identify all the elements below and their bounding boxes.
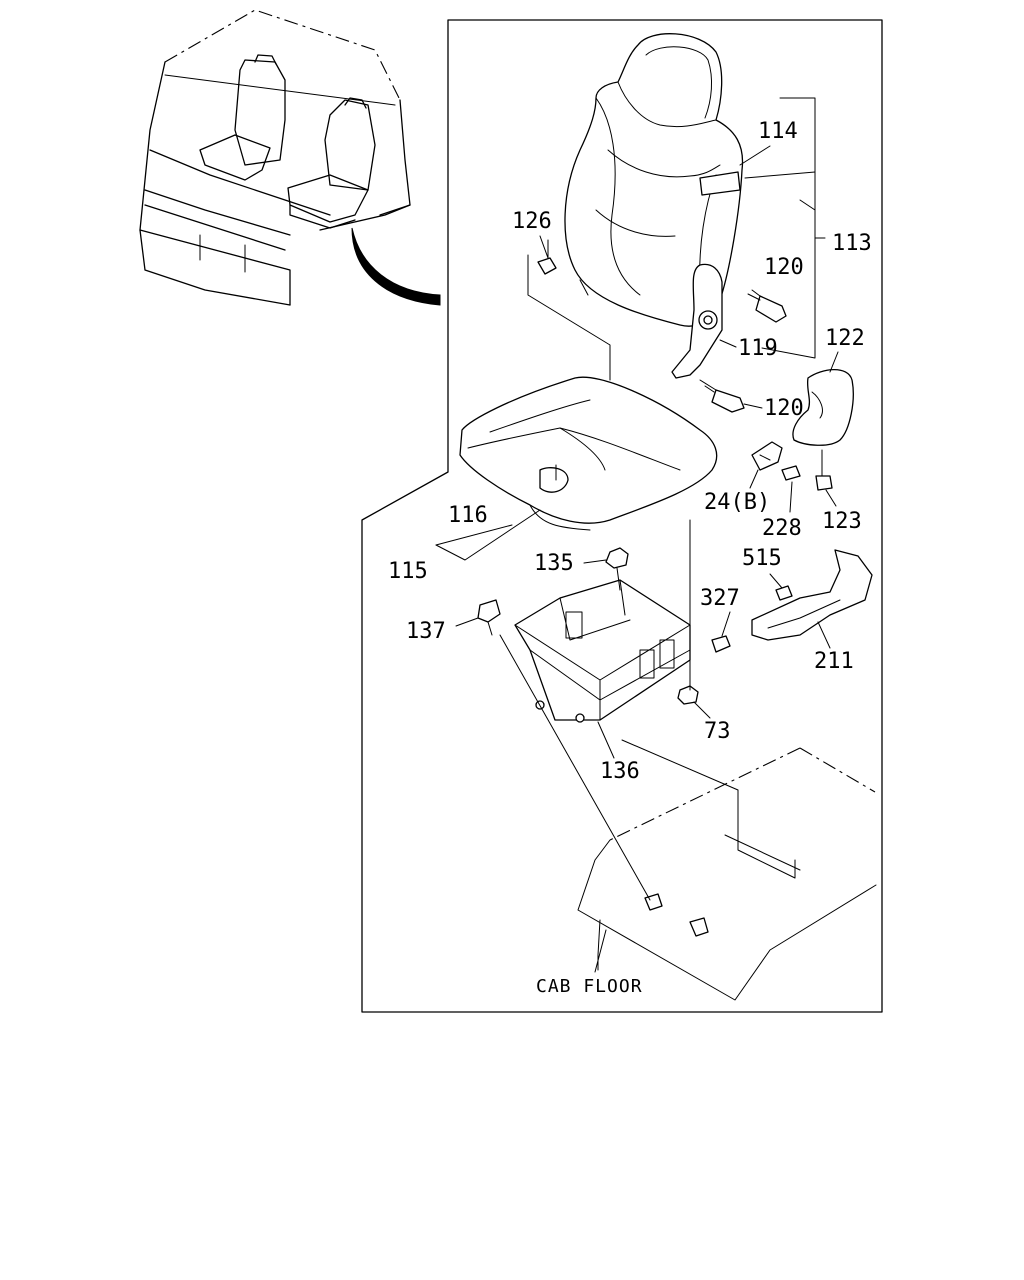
nut-135 <box>605 547 629 591</box>
label-cab-floor: CAB FLOOR <box>536 976 643 997</box>
label-24b: 24(B) <box>704 490 770 515</box>
label-126: 126 <box>512 209 552 234</box>
part-126-cap <box>527 239 611 381</box>
seat-frame-136 <box>514 579 691 723</box>
seat-back <box>564 33 744 379</box>
bolt-137 <box>477 599 501 636</box>
label-228: 228 <box>762 516 802 541</box>
cab-floor <box>577 747 877 1001</box>
label-515: 515 <box>742 546 782 571</box>
label-115: 115 <box>388 559 428 584</box>
callout-labels: 114 126 113 120 119 120 122 116 24(B) 22… <box>388 119 872 997</box>
label-122: 122 <box>825 326 865 351</box>
screw-327 <box>711 635 731 653</box>
bolt-120-lower <box>699 379 745 413</box>
screw-123 <box>815 449 833 491</box>
label-73: 73 <box>704 719 731 744</box>
label-211: 211 <box>814 649 854 674</box>
label-113: 113 <box>832 231 872 256</box>
label-135: 135 <box>534 551 574 576</box>
screw-228 <box>781 465 801 481</box>
seat-cushion <box>459 376 718 531</box>
detail-frame <box>361 19 883 1013</box>
part-122-cover <box>792 368 854 446</box>
label-120-lower: 120 <box>764 396 804 421</box>
bracket-113 <box>761 97 816 359</box>
nut-73 <box>677 685 699 705</box>
label-116: 116 <box>448 503 488 528</box>
label-137: 137 <box>406 619 446 644</box>
part-211-side-cover <box>751 549 873 641</box>
label-119: 119 <box>738 336 778 361</box>
part-24b-block <box>751 441 783 471</box>
clip-515 <box>775 585 793 601</box>
cab-overview-inset <box>139 9 441 306</box>
label-123: 123 <box>822 509 862 534</box>
label-120-upper: 120 <box>764 255 804 280</box>
bolt-120-upper <box>747 289 787 323</box>
label-114: 114 <box>758 119 798 144</box>
label-327: 327 <box>700 586 740 611</box>
label-136: 136 <box>600 759 640 784</box>
